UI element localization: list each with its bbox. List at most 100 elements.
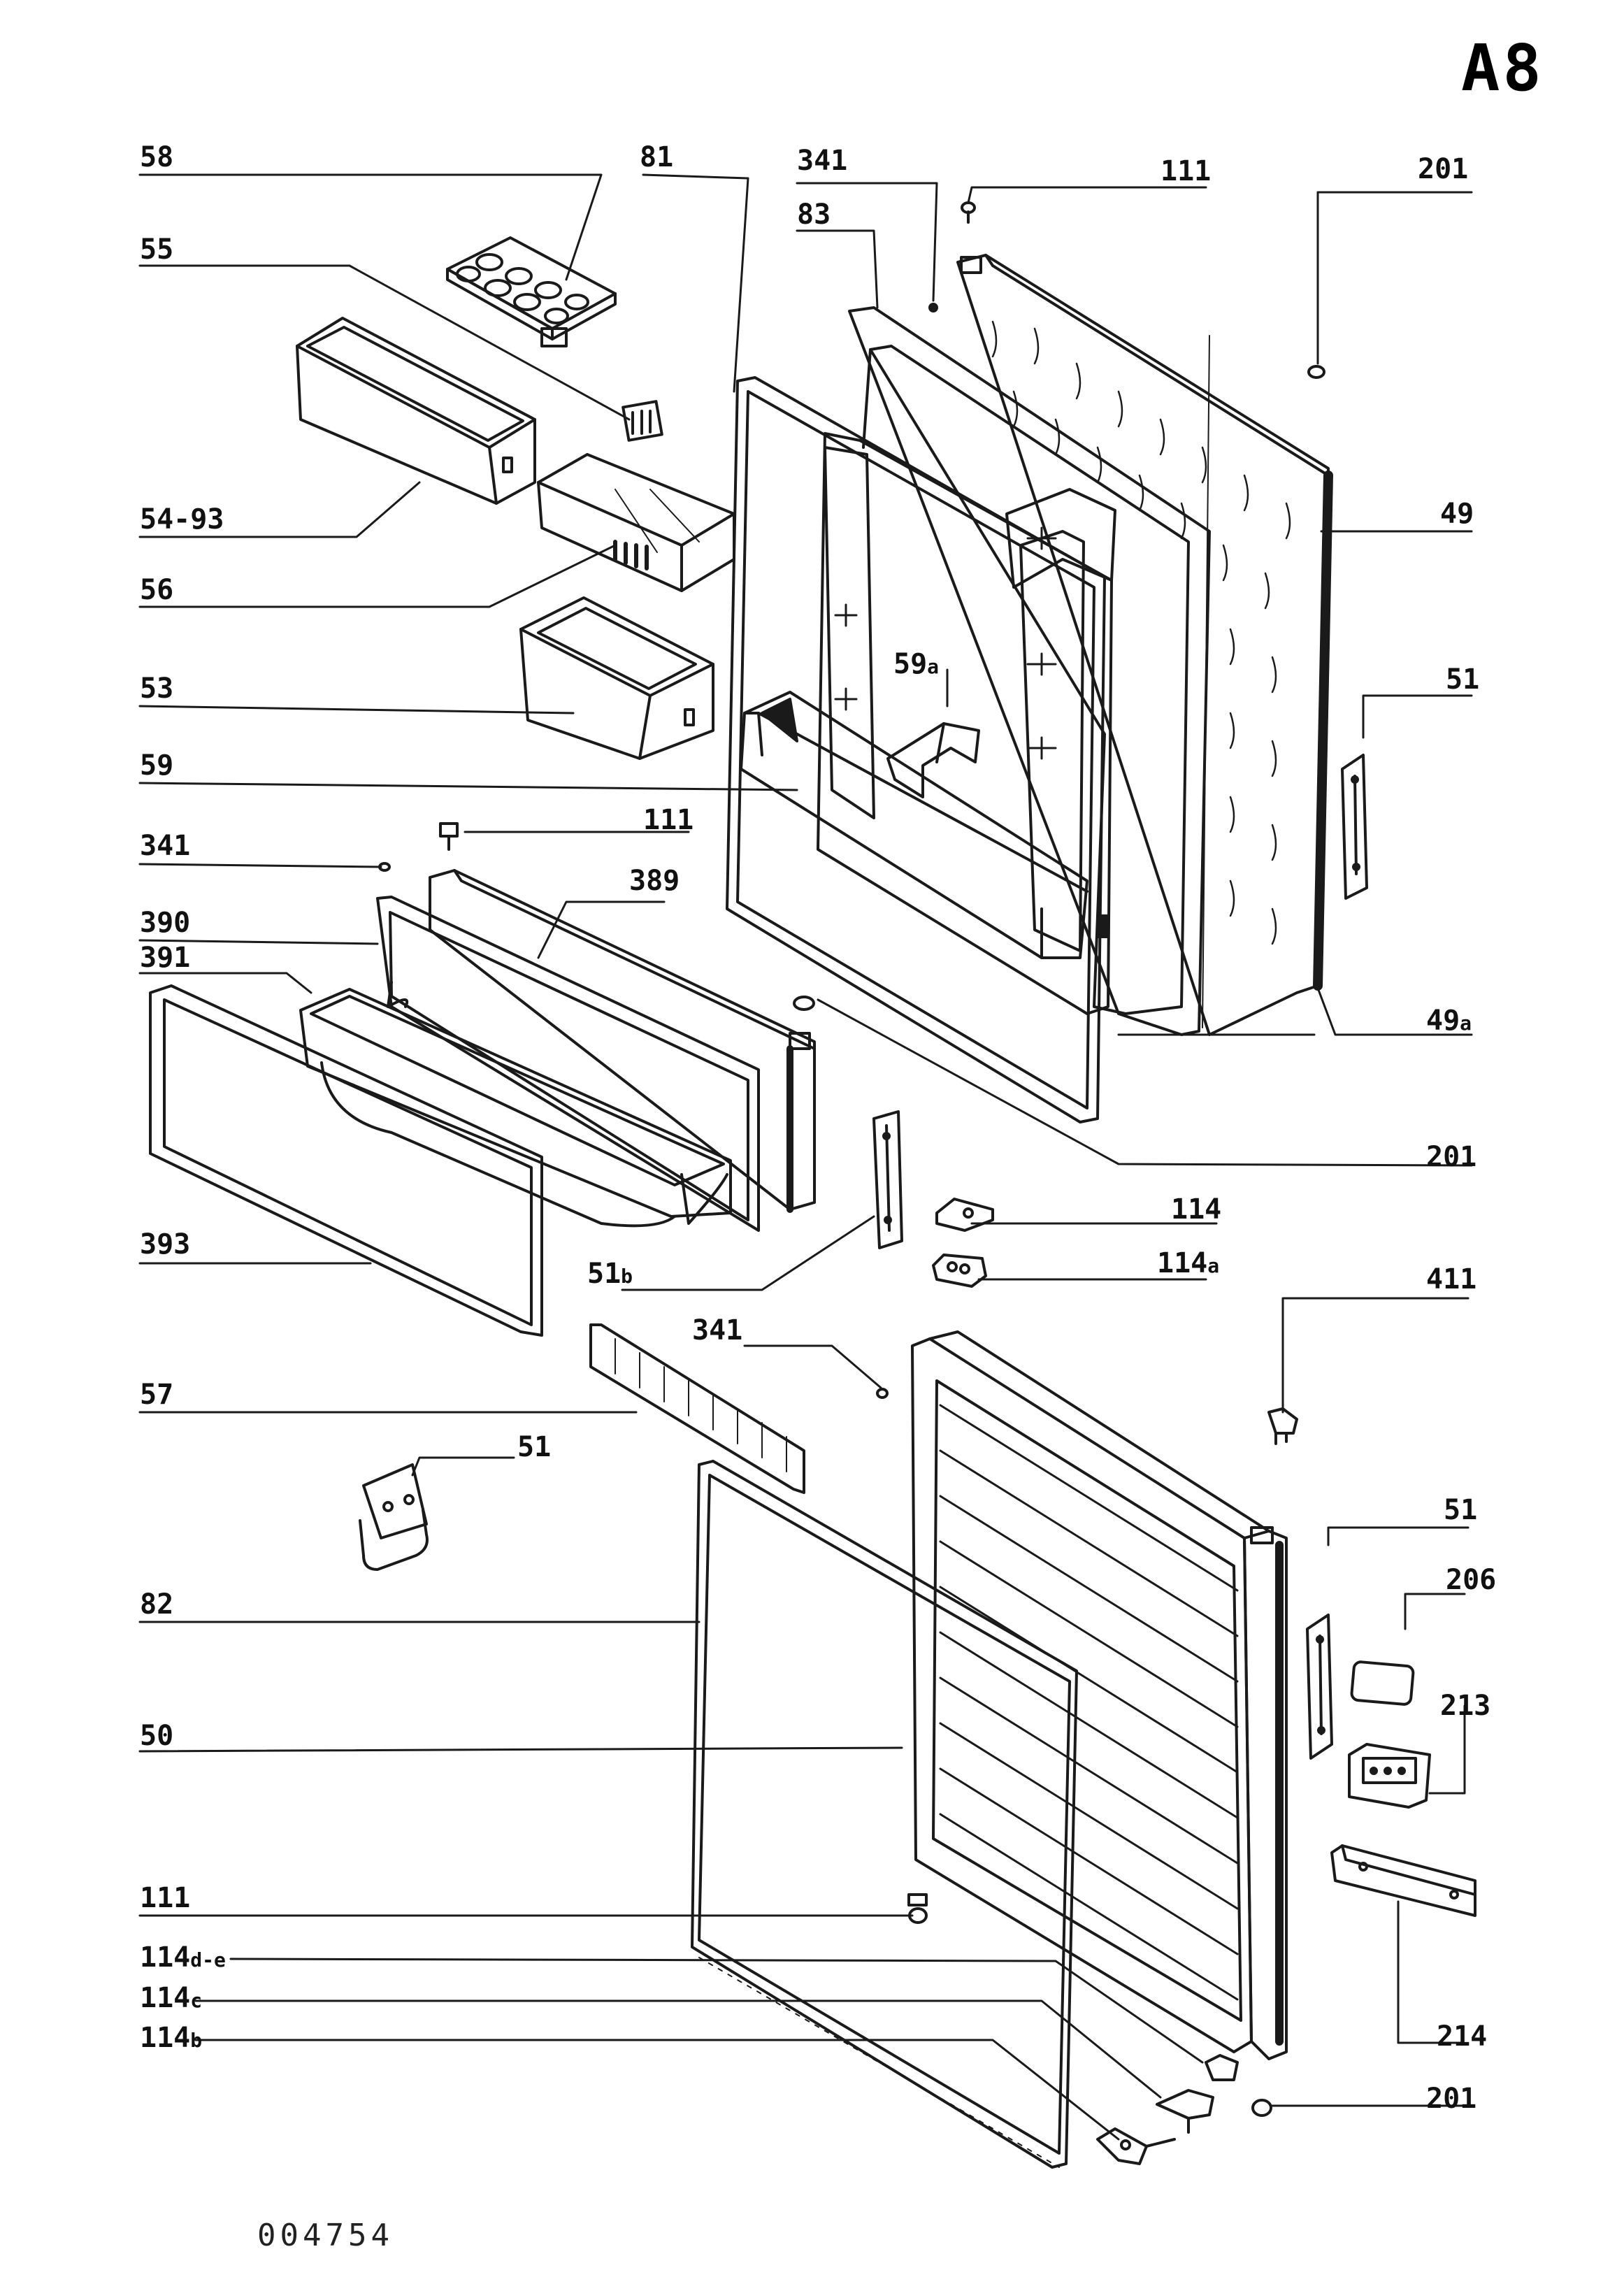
callout-411: 411 [1426,1263,1477,1295]
label-strip-57 [589,1323,805,1494]
callout-55: 55 [140,234,174,266]
leader-114d-e [229,1958,1204,2064]
leader-55 [138,264,631,421]
leader-50 [138,1746,903,1753]
callout-51: 51 [517,1431,552,1463]
callout-51-c: 51 [1444,1494,1478,1526]
hinge-114a [932,1254,987,1288]
screw-341-low [876,1388,889,1399]
plug-411 [1267,1407,1298,1445]
callout-201-b: 201 [1426,1141,1477,1173]
callout-51b: 51b [587,1258,633,1290]
leader-51-c [1327,1526,1469,1546]
callout-59: 59 [140,749,174,782]
callout-389: 389 [629,865,680,897]
leader-201-b [817,998,1473,1167]
inner-liner-shelves [817,432,1116,1015]
hinge-114d-e [1205,2054,1239,2081]
callout-49a: 49a [1426,1005,1472,1037]
handle-51-lower [1306,1614,1333,1760]
callout-393: 393 [140,1228,191,1260]
lower-gasket-82 [691,1460,1078,2169]
leader-54-93 [138,481,421,538]
hinge-bracket-51b [872,1110,903,1249]
screw-341-mid [378,862,391,872]
callout-81: 81 [640,141,674,173]
trim-214 [1330,1844,1476,1917]
callout-56: 56 [140,574,174,606]
callout-114a: 114a [1157,1247,1220,1279]
callout-57: 57 [140,1379,174,1411]
leader-51-b [1362,694,1473,739]
leader-111-b [967,186,1207,204]
callout-341-c: 341 [692,1314,743,1346]
callout-213: 213 [1440,1690,1491,1722]
door-gasket-81 [726,376,1106,1123]
lower-outer-door [928,1330,1288,2060]
lower-liner-50 [911,1337,1253,2053]
leader-114c [194,1999,1162,2099]
plug-201-top [1307,365,1325,379]
screw-111-top [961,201,976,224]
inner-liner-83 [848,306,1211,1036]
clip-55 [621,400,663,442]
liner-clips [834,526,1057,760]
callout-341-b: 341 [797,145,848,177]
callout-59a: 59a [893,648,940,680]
door-shelf-54-93 [296,317,536,505]
callout-111: 111 [140,1882,191,1914]
handle-51-right [1341,754,1368,900]
drawer-front-393 [149,984,543,1337]
callout-390: 390 [140,907,191,939]
butter-cover-56 [537,453,735,592]
leader-49a [1313,977,1473,1036]
plug-201-mid [793,996,815,1011]
leader-341-a [138,863,382,868]
drawer-box-390 [376,896,760,1232]
callout-111-b: 111 [1160,155,1212,187]
screw-111-mid [439,822,459,851]
screw-341-top [928,303,938,313]
callout-58: 58 [140,141,174,173]
callout-114c: 114c [140,1982,203,2014]
callout-49: 49 [1440,498,1474,530]
dairy-box-53 [519,596,714,760]
callout-114: 114 [1171,1193,1222,1226]
callout-114b: 114b [140,2022,203,2054]
hinge-114 [935,1198,994,1232]
leader-411 [1281,1297,1469,1414]
callout-201-c: 201 [1426,2083,1477,2115]
handle-51-left [359,1463,429,1571]
egg-tray-58 [446,236,617,347]
callout-54-93: 54-93 [140,503,224,536]
leader-53 [138,705,575,714]
leader-341-c [743,1344,882,1389]
leader-201-a [1316,191,1473,365]
leader-213 [1428,1704,1466,1795]
drawer-tray-391 [299,981,732,1228]
document-number: 004754 [257,2218,394,2253]
callout-51-b: 51 [1446,663,1480,696]
callout-50: 50 [140,1720,174,1752]
leader-59 [138,782,798,791]
page-code: A8 [1461,31,1544,106]
outer-door-panel-49 [956,254,1333,1036]
callout-341: 341 [140,830,191,862]
display-213 [1348,1743,1431,1809]
callout-53: 53 [140,673,174,705]
leader-391 [138,972,312,994]
callout-111-c: 111 [643,804,694,836]
drawer-frame-389 [429,869,816,1213]
leader-51-a [411,1456,515,1477]
callout-114d-e: 114d-e [140,1941,226,1974]
leader-51b [621,1215,875,1291]
cover-206 [1350,1660,1415,1706]
plug-201-lower [1251,2099,1272,2117]
leader-341-b [796,182,938,302]
hinge-114c [1156,2089,1214,2134]
hinge-114b [1096,2127,1176,2165]
leader-389 [537,900,666,959]
leader-83 [796,229,879,309]
callout-206: 206 [1446,1564,1497,1596]
